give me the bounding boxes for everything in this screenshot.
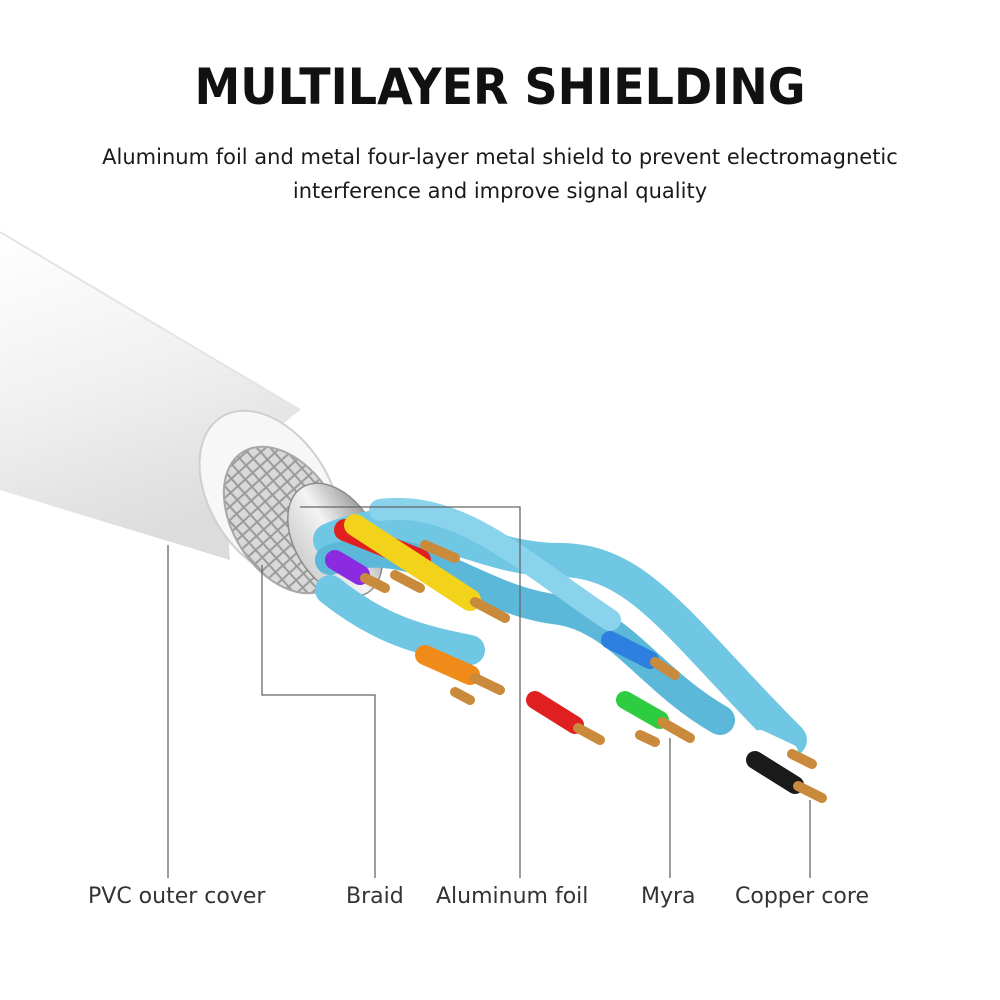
label-copper-core: Copper core — [735, 884, 869, 909]
label-aluminum-foil: Aluminum foil — [436, 884, 589, 909]
black-wire — [746, 751, 804, 794]
blue-wire — [601, 631, 659, 669]
orange-wire — [415, 645, 480, 685]
red-wire-2 — [526, 691, 584, 734]
page-title: MULTILAYER SHIELDING — [194, 58, 806, 116]
yellow-wire — [344, 514, 481, 611]
label-pvc-outer-cover: PVC outer cover — [88, 884, 266, 909]
green-wire — [616, 691, 669, 729]
white-wire — [752, 730, 798, 760]
subtitle-line-1: Aluminum foil and metal four-layer metal… — [102, 145, 898, 169]
insulated-wires — [325, 514, 804, 794]
copper-cores — [360, 540, 827, 803]
braid-leader-line — [261, 565, 376, 878]
label-braid: Braid — [346, 884, 404, 909]
foil-leader-line — [300, 506, 521, 878]
purple-wire — [325, 550, 370, 585]
label-myra: Myra — [641, 884, 696, 909]
leader-lines — [167, 506, 811, 878]
subtitle: Aluminum foil and metal four-layer metal… — [30, 140, 970, 208]
subtitle-line-2: interference and improve signal quality — [292, 179, 708, 203]
